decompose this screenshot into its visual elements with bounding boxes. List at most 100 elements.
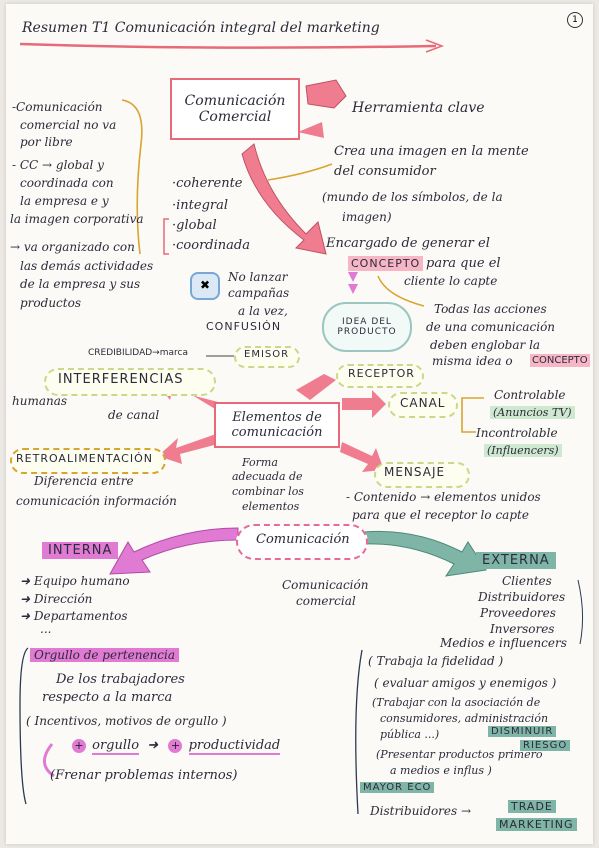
idea-cloud: IDEA DEL PRODUCTO xyxy=(322,302,412,352)
mayor-eco-label: MAYOR ECO xyxy=(360,782,435,793)
quality-item: ·global xyxy=(172,218,217,233)
humanas-label: humanas xyxy=(12,394,68,408)
orgullo-productividad: + orgullo ➜ + productividad xyxy=(70,738,281,755)
interferencias-cloud xyxy=(44,368,216,396)
encargado-line3: cliente lo capte xyxy=(404,274,498,288)
herramienta-clave: Herramienta clave xyxy=(352,100,485,116)
canal-cloud xyxy=(388,392,458,418)
receptor-cloud xyxy=(336,364,424,388)
externa-label: EXTERNA xyxy=(476,552,556,569)
comunicacion-cloud xyxy=(236,524,368,560)
elementos-line1: Elementos de xyxy=(232,410,322,425)
frenar-line: (Frenar problemas internos) xyxy=(50,768,238,783)
elementos-line2: comunicación xyxy=(231,425,323,440)
no-lanzar-line: No lanzar xyxy=(228,270,288,284)
incentivos-line: ( Incentivos, motivos de orgullo ) xyxy=(26,714,227,728)
concepto-highlight-2: CONCEPTO xyxy=(530,354,590,367)
retro-cloud xyxy=(10,448,166,474)
box-title-line2: Comercial xyxy=(198,109,272,125)
externa-item: Proveedores xyxy=(480,606,556,620)
retro-label: RETROALIMENTACIÓN xyxy=(16,452,153,465)
interna-item: ➜ Dirección xyxy=(20,592,93,606)
distribuidores-line: Distribuidores → xyxy=(370,804,472,818)
note-line: productos xyxy=(20,296,81,310)
de-canal-label: de canal xyxy=(108,408,160,422)
todas-line: deben englobar la xyxy=(430,338,541,352)
interna-label: INTERNA xyxy=(42,542,119,559)
crea-line: (mundo de los símbolos, de la xyxy=(322,190,503,204)
fidelidad-line: ( Trabaja la fidelidad ) xyxy=(368,654,504,668)
presentar-line: (Presentar productos primero xyxy=(376,748,543,761)
no-lanzar-line: campañas xyxy=(228,286,290,300)
crea-line: imagen) xyxy=(342,210,392,224)
evaluar-line: ( evaluar amigos y enemigos ) xyxy=(374,676,557,690)
note-line: → va organizado con xyxy=(10,240,135,254)
page-title: Resumen T1 Comunicación integral del mar… xyxy=(22,20,380,36)
com-comercial-line2: comercial xyxy=(296,594,356,608)
trabajar-line: pública ...) xyxy=(380,728,440,741)
emisor-cloud xyxy=(234,346,300,368)
box-title-line1: Comunicación xyxy=(184,93,286,109)
contenido-line1: - Contenido → elementos unidos xyxy=(346,490,541,504)
idea-line1: IDEA DEL xyxy=(342,317,392,327)
diferencia-line1: Diferencia entre xyxy=(34,474,134,488)
anuncios-label: (Anuncios TV) xyxy=(490,406,575,419)
idea-line2: PRODUCTO xyxy=(337,327,397,337)
de-los-line: respecto a la marca xyxy=(42,690,173,705)
note-line: coordinada con xyxy=(20,176,114,190)
elementos-box: Elementos de comunicación xyxy=(214,402,340,448)
forma-line: adecuada de xyxy=(232,470,303,483)
crea-line: del consumidor xyxy=(334,164,436,179)
receptor-label: RECEPTOR xyxy=(348,367,415,380)
forma-line: elementos xyxy=(242,500,300,513)
note-line: - CC → global y xyxy=(12,158,104,172)
riesgo-label: RIESGO xyxy=(520,740,571,751)
comunicacion-label: Comunicación xyxy=(256,532,350,547)
note-line: -Comunicación xyxy=(12,100,103,114)
warning-icon: ✖ xyxy=(190,272,220,300)
todas-line: misma idea o xyxy=(432,354,513,368)
orgullo-word: orgullo xyxy=(92,738,140,755)
emisor-label: EMISOR xyxy=(244,349,290,360)
note-line: la empresa e y xyxy=(20,194,109,208)
note-line: comercial no va xyxy=(20,118,117,132)
mensaje-label: MENSAJE xyxy=(384,465,446,479)
quality-item: ·integral xyxy=(172,198,229,213)
interna-item: ➜ Equipo humano xyxy=(20,574,130,588)
de-los-line: De los trabajadores xyxy=(56,672,185,687)
note-line: por libre xyxy=(20,135,73,149)
influencers-label: (Influencers) xyxy=(484,444,562,457)
todas-line: Todas las acciones xyxy=(434,302,547,316)
presentar-line: a medios e influs ) xyxy=(390,764,492,777)
confusion-label: CONFUSIÓN xyxy=(206,320,282,333)
comunicacion-comercial-box: Comunicación Comercial xyxy=(170,78,300,140)
externa-item: Medios e influencers xyxy=(440,636,567,650)
contenido-line2: para que el receptor lo capte xyxy=(352,508,529,522)
concepto-highlight: CONCEPTO xyxy=(348,256,424,271)
diferencia-line2: comunicación información xyxy=(16,494,177,508)
productividad-word: productividad xyxy=(188,738,281,755)
plus-icon: + xyxy=(168,739,183,753)
externa-item: Inversores xyxy=(490,622,555,636)
disminuir-label: DISMINUIR xyxy=(488,726,557,737)
incontrolable-label: Incontrolable xyxy=(476,426,558,440)
controlable-label: Controlable xyxy=(494,388,566,402)
trabajar-line: (Trabajar con la asociación de xyxy=(372,696,541,709)
credibilidad-label: CREDIBILIDAD→marca xyxy=(88,348,188,358)
orgullo-label: Orgullo de pertenencia xyxy=(30,648,180,662)
externa-item: Distribuidores xyxy=(478,590,566,604)
note-line: la imagen corporativa xyxy=(10,212,144,226)
note-line: de la empresa y sus xyxy=(20,277,141,291)
externa-item: Clientes xyxy=(502,574,552,588)
interna-item: ➜ Departamentos xyxy=(20,609,128,623)
page-number: 1 xyxy=(567,12,583,28)
canal-label: CANAL xyxy=(400,396,446,410)
interna-item-text: Dirección xyxy=(33,592,93,606)
com-comercial-line1: Comunicación xyxy=(282,578,369,592)
quality-item: ·coherente xyxy=(172,176,243,191)
crea-line: Crea una imagen en la mente xyxy=(334,144,529,159)
encargado-line1: Encargado de generar el xyxy=(326,236,490,251)
no-lanzar-line: a la vez, xyxy=(238,304,288,318)
mensaje-cloud xyxy=(374,462,470,488)
interna-item-text: Equipo humano xyxy=(33,574,130,588)
